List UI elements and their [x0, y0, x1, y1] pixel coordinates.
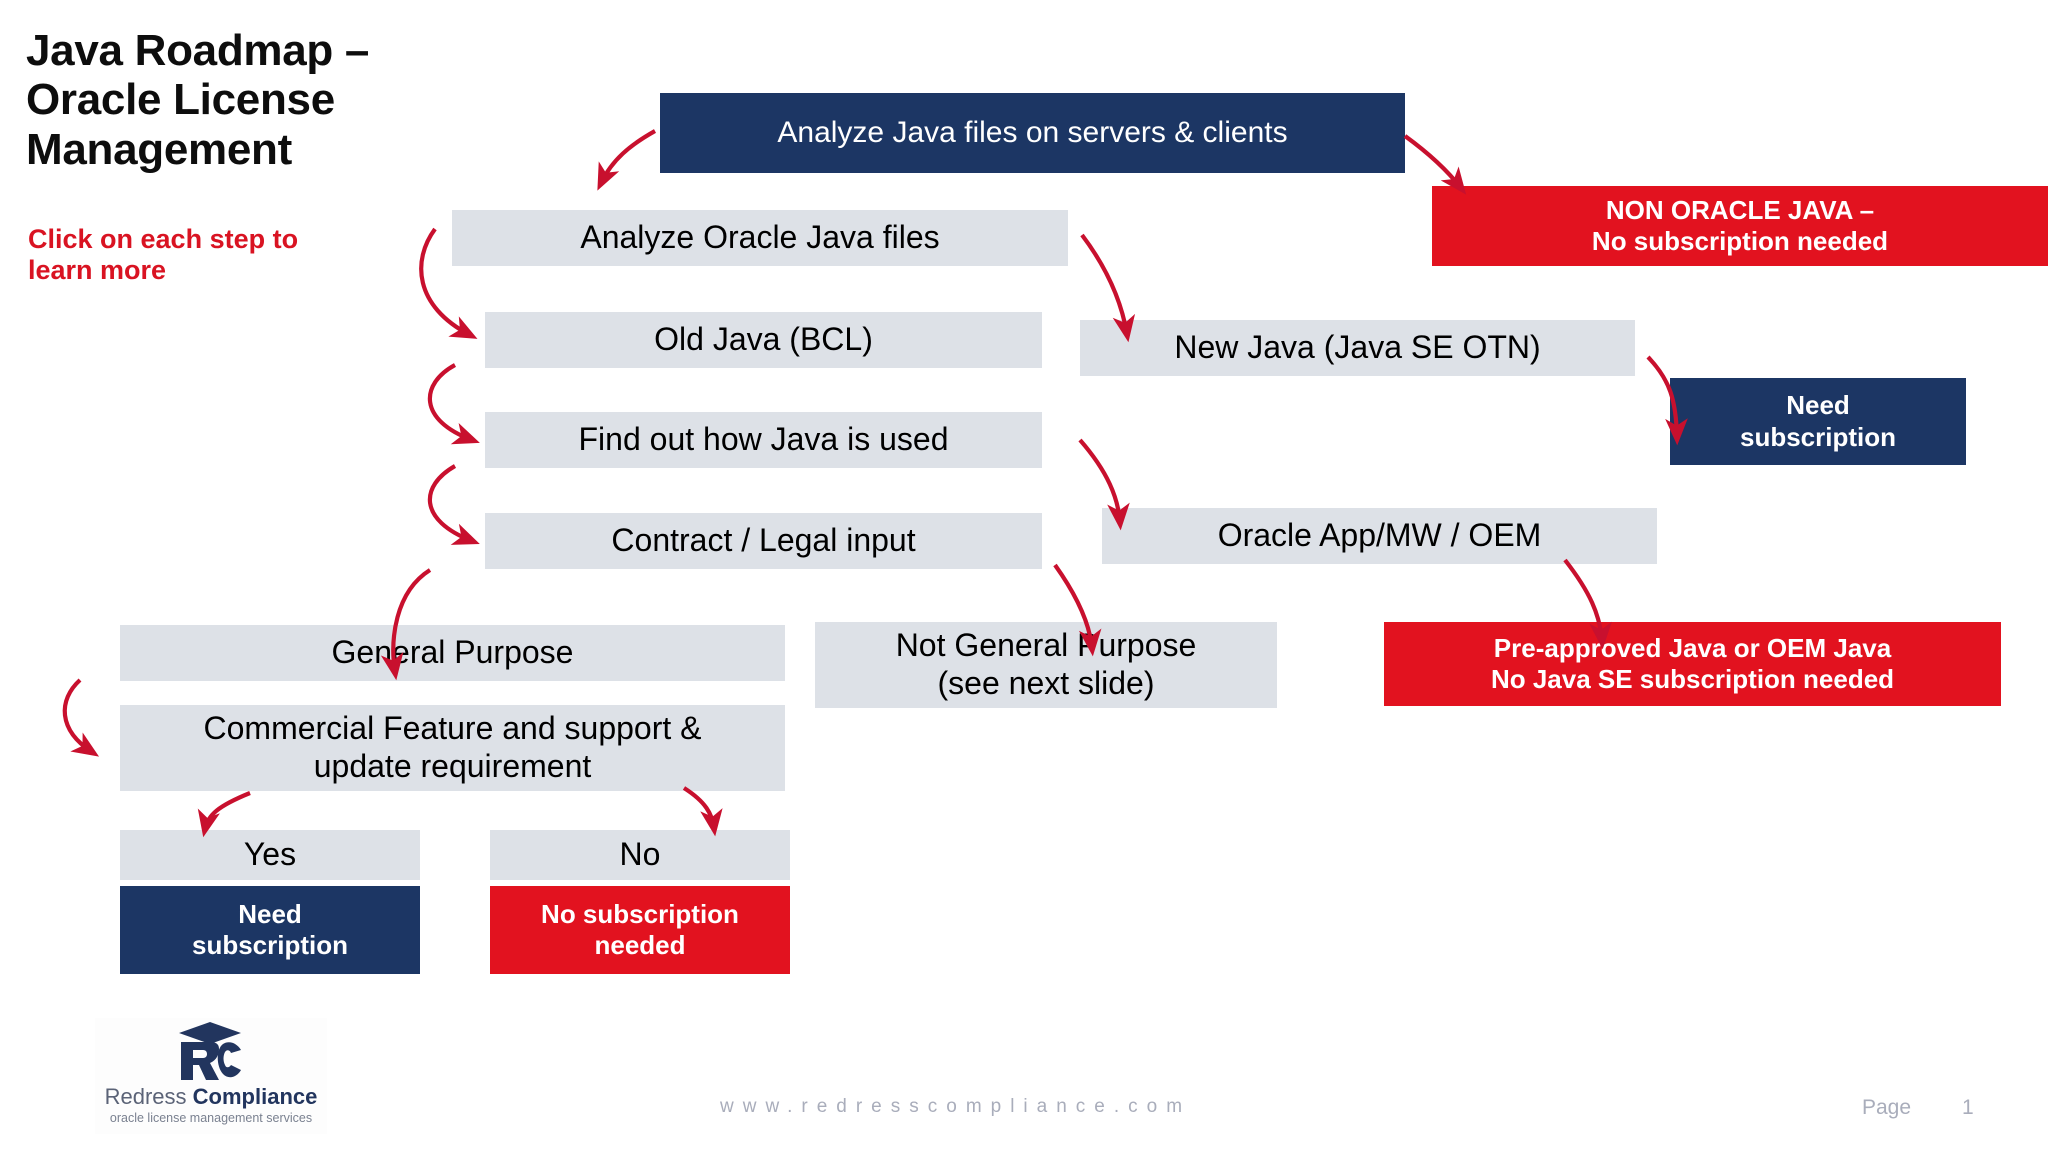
node-yes-label: Yes	[243, 836, 297, 873]
node-no-subscription-needed-line2: needed	[594, 930, 686, 960]
node-find-out-how-java-is-used[interactable]: Find out how Java is used	[485, 412, 1042, 468]
node-not-general-purpose-line1: Not General Purpose	[895, 627, 1197, 664]
brand-name: Redress Compliance	[95, 1084, 327, 1110]
node-not-general-purpose[interactable]: Not General Purpose (see next slide)	[815, 622, 1277, 708]
node-find-out-how-java-is-used-label: Find out how Java is used	[578, 421, 949, 458]
footer-page-label: Page	[1862, 1096, 1912, 1119]
node-non-oracle-java-line2: No subscription needed	[1591, 226, 1889, 256]
node-contract-legal-input-label: Contract / Legal input	[611, 522, 916, 559]
node-commercial-feature[interactable]: Commercial Feature and support & update …	[120, 705, 785, 791]
brand-logo: Redress Compliance oracle license manage…	[95, 1018, 327, 1134]
node-non-oracle-java-line1: NON ORACLE JAVA –	[1605, 194, 1875, 225]
node-oracle-app-mw-oem[interactable]: Oracle App/MW / OEM	[1102, 508, 1657, 564]
node-pre-approved-java-line2: No Java SE subscription needed	[1490, 664, 1895, 694]
node-new-java-otn-label: New Java (Java SE OTN)	[1174, 329, 1541, 366]
node-need-subscription-otn[interactable]: Need subscription	[1670, 378, 1966, 465]
node-analyze-oracle-java-files-label: Analyze Oracle Java files	[580, 219, 940, 256]
node-commercial-feature-line2: update requirement	[313, 748, 592, 784]
brand-name-part2: Compliance	[192, 1084, 318, 1109]
node-not-general-purpose-line2: (see next slide)	[937, 665, 1155, 701]
arrow-commercial-to-no	[682, 786, 723, 837]
node-new-java-otn[interactable]: New Java (Java SE OTN)	[1080, 320, 1635, 376]
footer-page-number: 1	[1962, 1096, 1974, 1119]
node-old-java-bcl[interactable]: Old Java (BCL)	[485, 312, 1042, 368]
brand-tagline: oracle license management services	[109, 1111, 313, 1125]
arrow-general-purpose-to-commercial	[62, 678, 100, 757]
node-general-purpose-label: General Purpose	[331, 634, 574, 671]
arrow-analyze-to-oracle-files	[597, 129, 657, 191]
brand-name-part1: Redress	[104, 1084, 193, 1109]
node-need-subscription-otn-line2: subscription	[1739, 421, 1896, 452]
arrow-analyze-to-non-oracle	[1403, 134, 1467, 195]
node-contract-legal-input[interactable]: Contract / Legal input	[485, 513, 1042, 569]
rc-cube-icon	[179, 1022, 241, 1080]
page-title: Java Roadmap – Oracle License Management	[26, 26, 370, 174]
node-analyze-oracle-java-files[interactable]: Analyze Oracle Java files	[452, 210, 1068, 266]
node-old-java-bcl-label: Old Java (BCL)	[654, 321, 873, 358]
node-analyze-java-files[interactable]: Analyze Java files on servers & clients	[660, 93, 1405, 173]
node-need-subscription-yes-line2: subscription	[191, 930, 348, 960]
node-yes[interactable]: Yes	[120, 830, 420, 880]
arrow-find-out-to-contract	[428, 464, 480, 545]
node-oracle-app-mw-oem-label: Oracle App/MW / OEM	[1217, 517, 1542, 554]
page-subtitle: Click on each step to learn more	[28, 224, 299, 286]
arrow-commercial-to-yes	[197, 791, 251, 838]
node-need-subscription-otn-line1: Need	[1786, 390, 1850, 421]
node-no-subscription-needed-line1: No subscription	[541, 898, 739, 929]
node-pre-approved-java-line1: Pre-approved Java or OEM Java	[1493, 632, 1892, 663]
node-no[interactable]: No	[490, 830, 790, 880]
footer-website-url: www.redresscompliance.com	[720, 1096, 1192, 1117]
node-commercial-feature-line1: Commercial Feature and support &	[203, 710, 702, 747]
node-pre-approved-java[interactable]: Pre-approved Java or OEM Java No Java SE…	[1384, 622, 2001, 706]
node-no-subscription-needed[interactable]: No subscription needed	[490, 886, 790, 974]
node-need-subscription-yes-line1: Need	[238, 898, 302, 929]
node-general-purpose[interactable]: General Purpose	[120, 625, 785, 681]
arrow-old-java-to-find-out	[428, 363, 480, 445]
node-non-oracle-java[interactable]: NON ORACLE JAVA – No subscription needed	[1432, 186, 2048, 266]
node-no-label: No	[619, 836, 661, 873]
node-analyze-java-files-label: Analyze Java files on servers & clients	[777, 116, 1288, 149]
node-need-subscription-yes[interactable]: Need subscription	[120, 886, 420, 974]
